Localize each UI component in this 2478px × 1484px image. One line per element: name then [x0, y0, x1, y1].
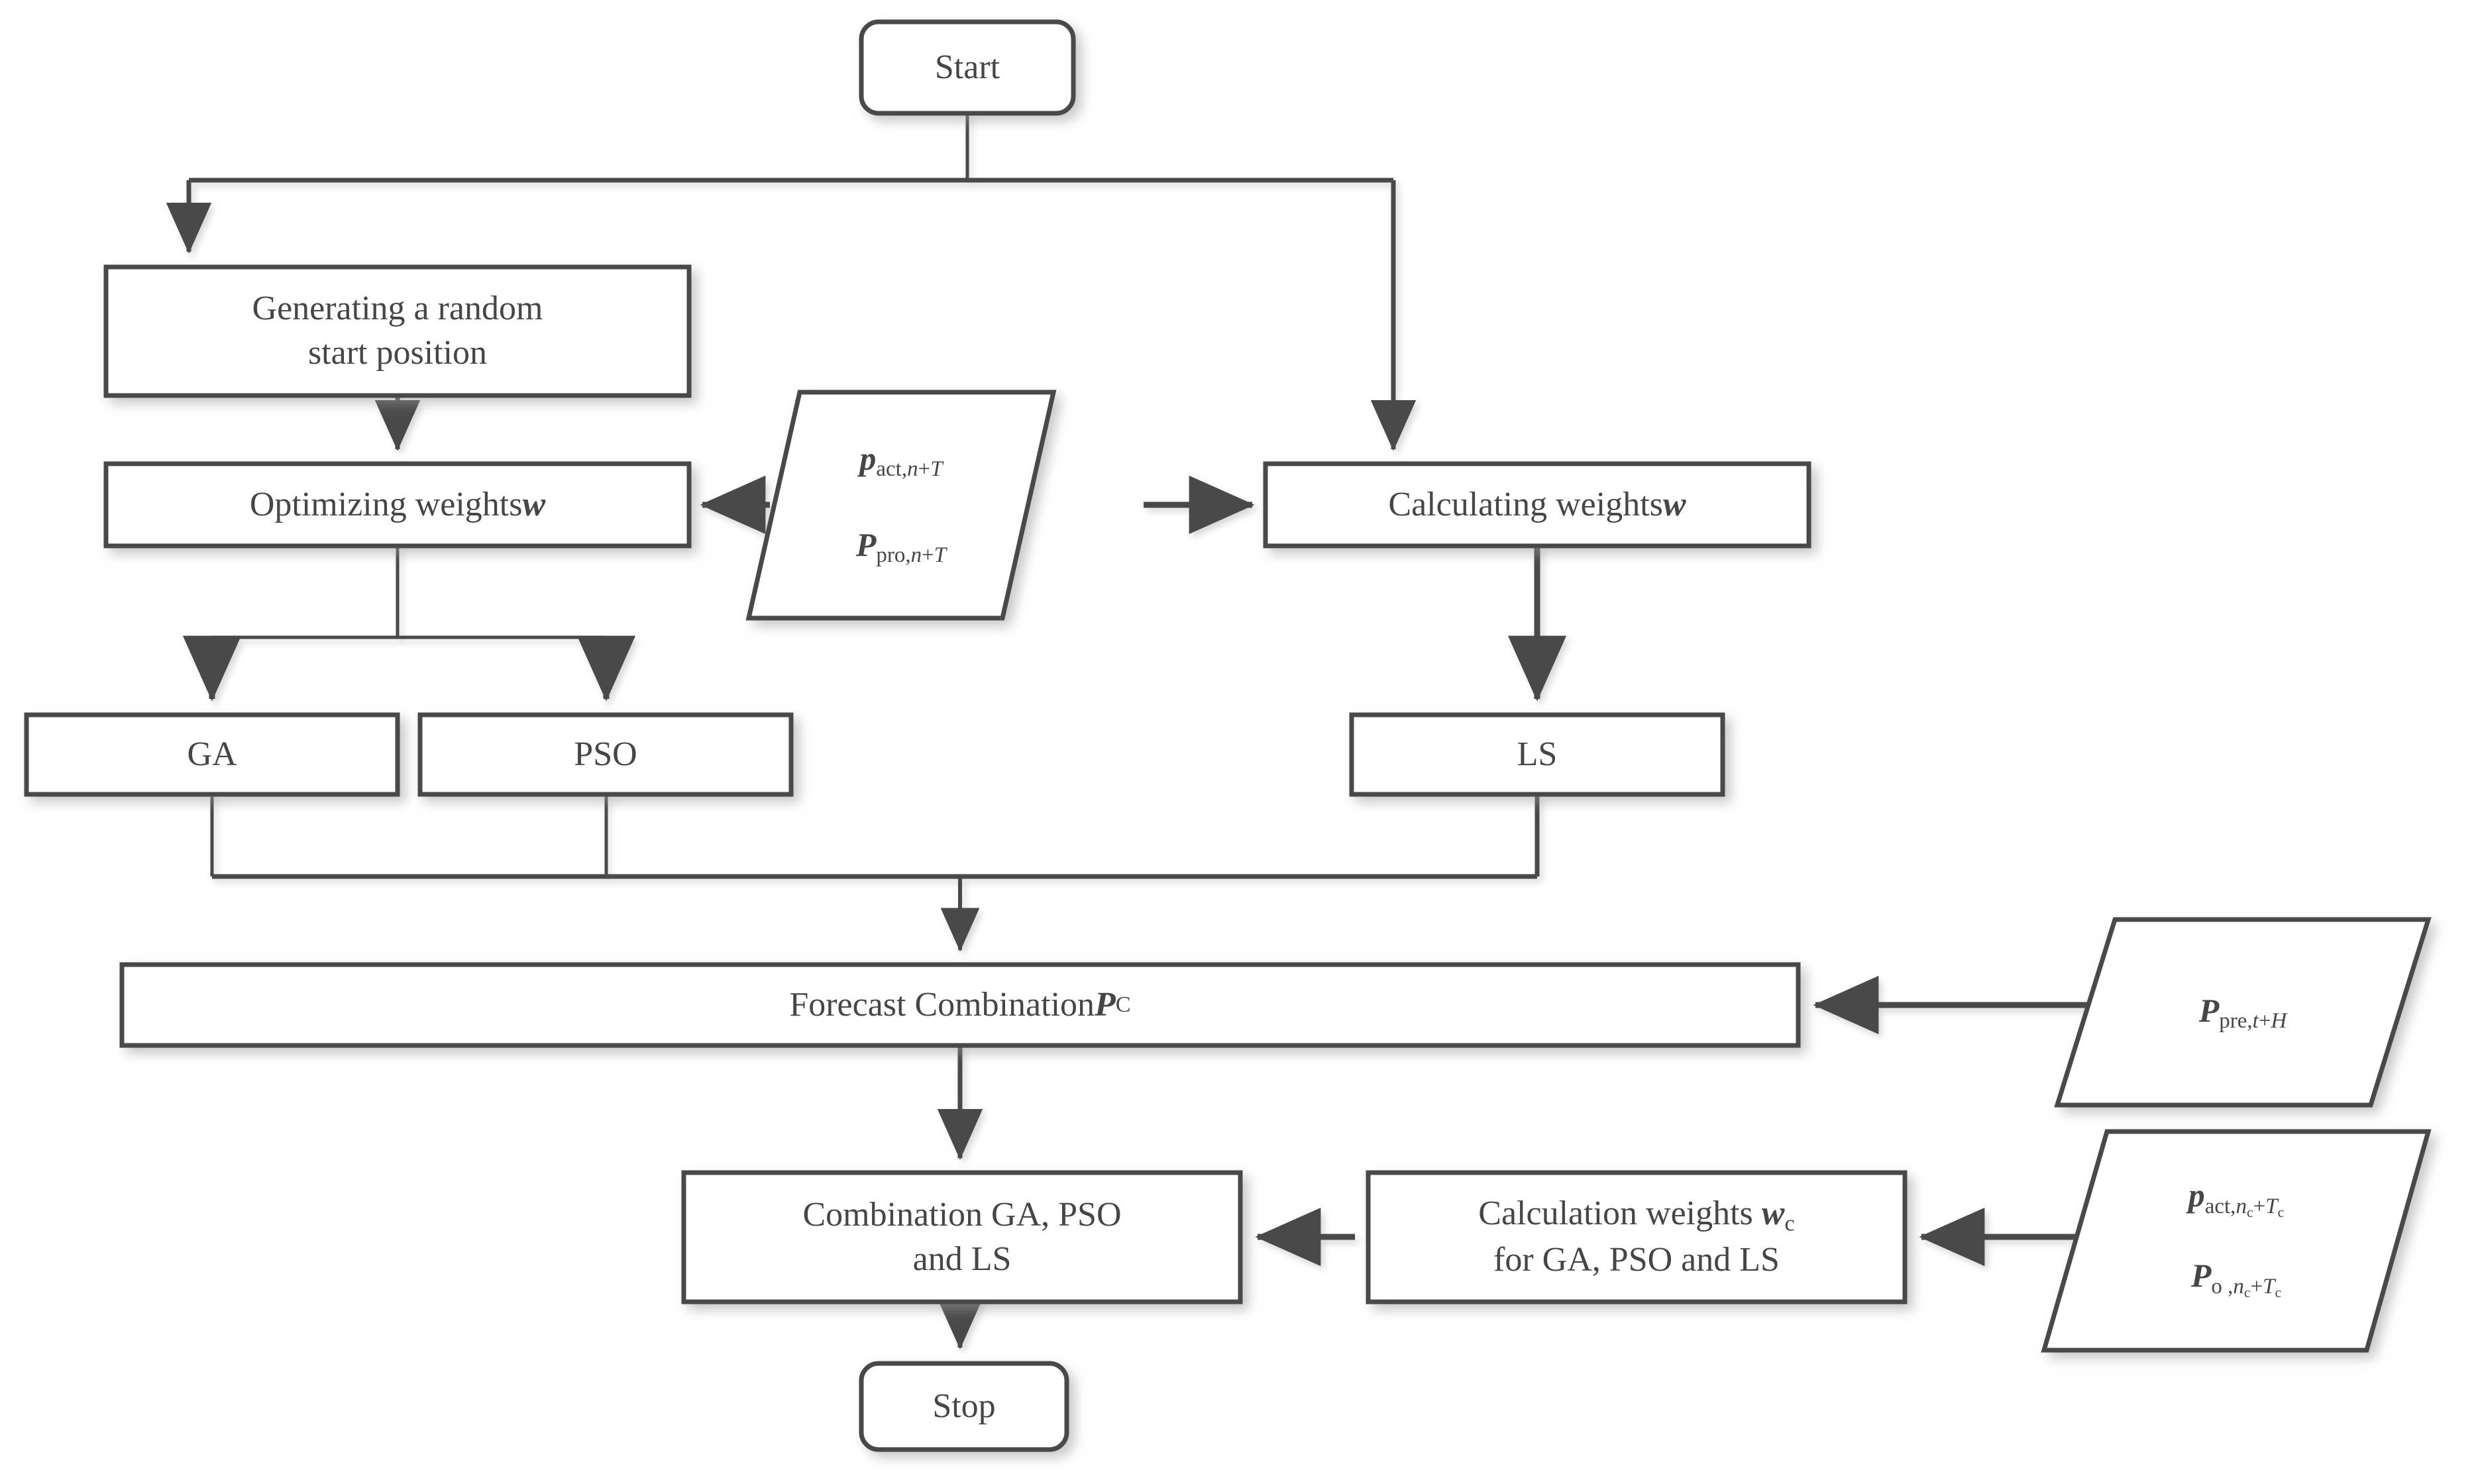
node-ga[interactable] — [24, 712, 400, 797]
node-data-act-o[interactable] — [2041, 1129, 2432, 1353]
node-optimizing-weights[interactable] — [103, 461, 692, 549]
node-data-pre[interactable] — [2054, 917, 2432, 1108]
node-stop[interactable] — [859, 1361, 1069, 1452]
node-ls[interactable] — [1349, 712, 1725, 797]
node-combination-ga-pso-ls[interactable] — [681, 1170, 1243, 1304]
node-forecast-combination[interactable] — [119, 962, 1801, 1048]
node-calculation-weights-c[interactable] — [1366, 1170, 1908, 1304]
node-data-act-pro[interactable] — [745, 390, 1057, 621]
node-start[interactable] — [859, 19, 1076, 116]
edge-merge-to-forecast — [210, 794, 1540, 952]
node-pso[interactable] — [417, 712, 794, 797]
node-generating-random-start-position[interactable] — [103, 264, 692, 398]
edge-start-split — [189, 113, 1393, 183]
node-calculating-weights[interactable] — [1263, 461, 1811, 549]
edge-optimizing-to-ga-pso — [182, 546, 636, 702]
